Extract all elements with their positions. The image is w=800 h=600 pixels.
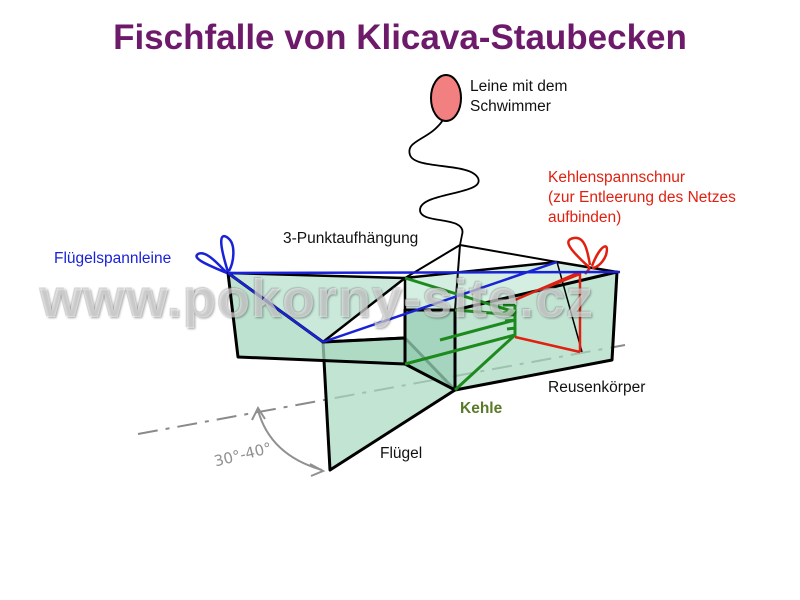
page-title: Fischfalle von Klicava-Staubecken bbox=[113, 18, 687, 57]
trap-body-label: Reusenkörper bbox=[548, 379, 646, 396]
float-line-label-line2: Schwimmer bbox=[470, 98, 551, 115]
trap-body-edge-back bbox=[556, 261, 583, 353]
throat-label: Kehle bbox=[460, 400, 503, 417]
throat-line-label-line2: (zur Entleerung des Netzes bbox=[548, 189, 736, 206]
suspension-line-3 bbox=[459, 244, 558, 263]
throat-line bbox=[514, 236, 609, 354]
angle-arc bbox=[257, 409, 323, 471]
angle-arrow-top bbox=[251, 405, 266, 421]
suspension-line-2 bbox=[454, 244, 461, 311]
wing-label: Flügel bbox=[380, 445, 423, 462]
throat-line-label: Kehlenspannschnur (zur Entleerung des Ne… bbox=[548, 168, 736, 228]
suspension-label: 3-Punktaufhängung bbox=[283, 230, 419, 247]
angle-arrow-bottom bbox=[309, 463, 326, 477]
wing-line bbox=[195, 235, 621, 344]
throat-line-label-line3: aufbinden) bbox=[548, 209, 622, 226]
float-line bbox=[408, 119, 480, 246]
float-line-label-line1: Leine mit dem bbox=[470, 78, 568, 95]
throat-line-label-line1: Kehlenspannschnur bbox=[548, 169, 686, 186]
wing-line-label: Flügelspannleine bbox=[54, 250, 172, 267]
float-line-label: Leine mit dem Schwimmer bbox=[470, 77, 567, 117]
float-icon bbox=[430, 74, 462, 122]
